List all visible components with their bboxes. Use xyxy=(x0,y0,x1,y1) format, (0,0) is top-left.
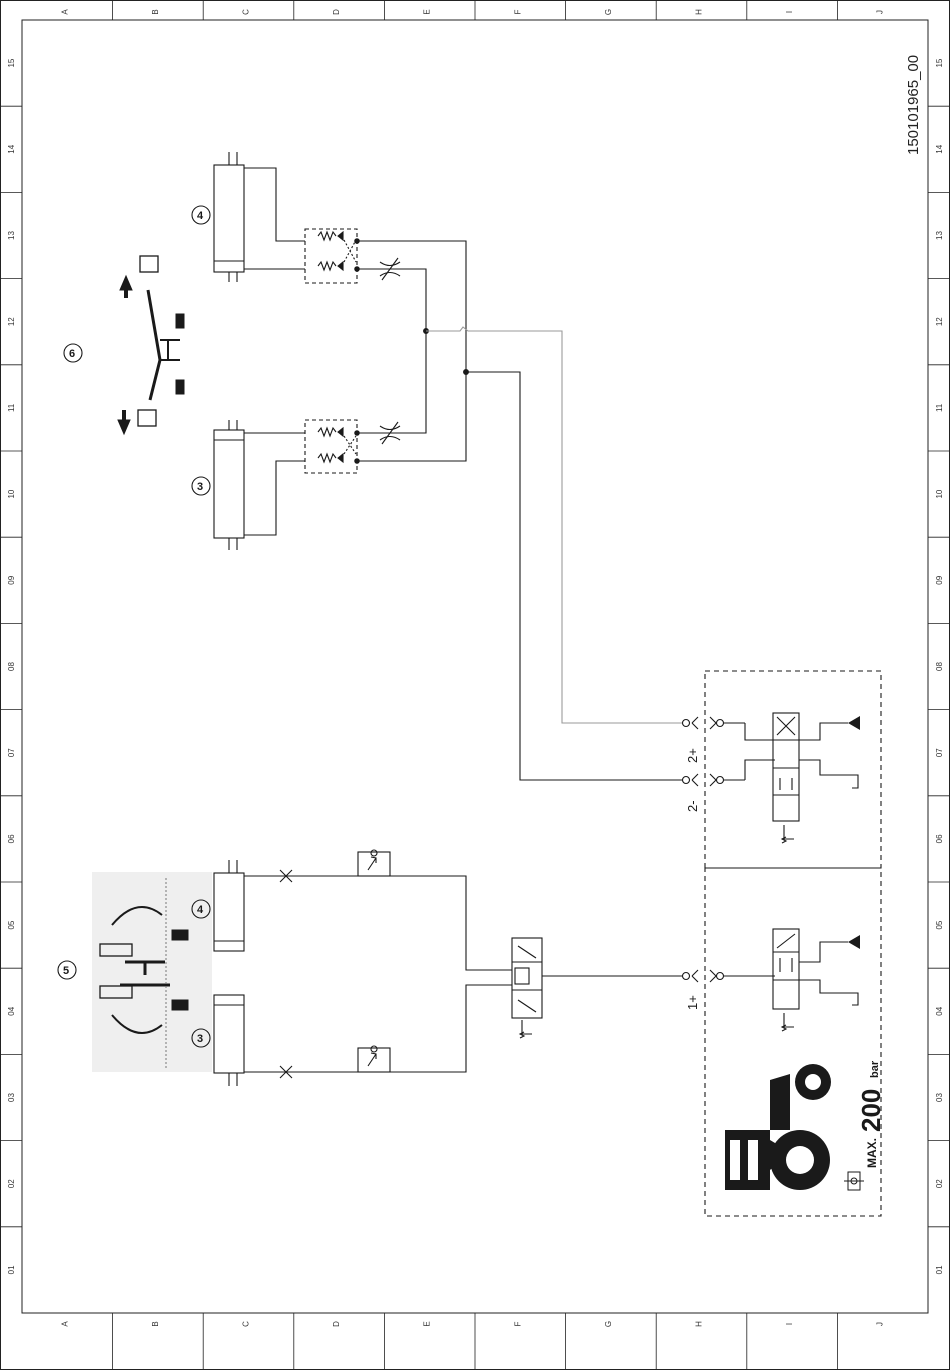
tractor-valve-upper xyxy=(745,713,858,843)
grid-label: 09 xyxy=(935,575,944,584)
grid-label: H xyxy=(695,1321,704,1327)
grid-label: 13 xyxy=(935,231,944,240)
grid-label: H xyxy=(695,9,704,15)
grid-label: D xyxy=(332,9,341,15)
grid-label: 15 xyxy=(7,58,16,67)
grid-label: 05 xyxy=(935,920,944,929)
port-2-plus: 2+ xyxy=(685,748,700,763)
cylinder-upper-3 xyxy=(214,420,244,550)
grid-label: E xyxy=(423,1321,432,1326)
tractor-valves xyxy=(683,671,882,1216)
inner-frame xyxy=(22,20,928,1313)
cylinder-lower-4 xyxy=(214,860,244,951)
port-2-minus: 2- xyxy=(685,800,700,812)
callout-4-lower: 4 xyxy=(197,904,204,916)
machine-pictogram-upper xyxy=(118,256,184,434)
coupling-2-minus xyxy=(683,774,746,786)
cylinder-lower-3 xyxy=(214,995,244,1086)
grid-label: 08 xyxy=(935,662,944,671)
port-1-plus: 1+ xyxy=(685,995,700,1010)
tractor-valve-1 xyxy=(773,929,858,1031)
grid-label: C xyxy=(242,1321,251,1327)
grid-label: 06 xyxy=(7,834,16,843)
grid-label: 04 xyxy=(935,1006,944,1015)
grid-label: J xyxy=(876,10,885,14)
lower-circuit xyxy=(214,850,682,1086)
grid-label: 13 xyxy=(7,231,16,240)
grid-label: 12 xyxy=(7,317,16,326)
upper-circuit xyxy=(214,152,682,780)
grid-label: 08 xyxy=(7,662,16,671)
grid-label: B xyxy=(151,1321,160,1326)
grid-label: 10 xyxy=(7,489,16,498)
grid-label: G xyxy=(604,9,613,15)
grid-label: 04 xyxy=(7,1006,16,1015)
drawing-number: 150101965_00 xyxy=(905,55,922,155)
callout-3-lower: 3 xyxy=(197,1033,203,1045)
pressure-value: 200 xyxy=(856,1089,886,1132)
callout-5: 5 xyxy=(63,965,69,977)
machine-photo-bg xyxy=(92,872,212,1072)
grid-label: 03 xyxy=(935,1093,944,1102)
grid-label: 12 xyxy=(935,317,944,326)
grid-label: E xyxy=(423,9,432,14)
grid-label: 02 xyxy=(935,1179,944,1188)
pressure-max-label: MAX. xyxy=(865,1138,879,1168)
callout-4-upper: 4 xyxy=(197,210,204,222)
grid-label: 05 xyxy=(7,920,16,929)
grid-label: 14 xyxy=(7,144,16,153)
grid-label: F xyxy=(513,1321,522,1326)
grid-label: 10 xyxy=(935,489,944,498)
grid-label: 01 xyxy=(7,1265,16,1274)
grid-label: 03 xyxy=(7,1093,16,1102)
pressure-plate: MAX. 200 bar xyxy=(844,1060,886,1190)
callout-6: 6 xyxy=(69,348,75,360)
grid-label: 09 xyxy=(7,575,16,584)
coupling-2-plus xyxy=(683,717,746,729)
grid-label: I xyxy=(785,11,794,13)
coupling-pressure-icon xyxy=(844,1172,864,1190)
tractor-icon xyxy=(725,1064,831,1190)
grid-label: 11 xyxy=(935,403,944,412)
callout-3-upper: 3 xyxy=(197,481,203,493)
grid-label: 15 xyxy=(935,58,944,67)
grid-label: 07 xyxy=(935,748,944,757)
cylinder-upper-4 xyxy=(214,152,244,282)
grid-label: B xyxy=(151,9,160,14)
grid-label: 01 xyxy=(935,1265,944,1274)
grid-label: C xyxy=(242,9,251,15)
grid-label: I xyxy=(785,1323,794,1325)
grid-label: 02 xyxy=(7,1179,16,1188)
grid-label: A xyxy=(60,9,69,15)
grid-label: 11 xyxy=(7,403,16,412)
grid-label: G xyxy=(604,1321,613,1327)
coupling-1-plus xyxy=(683,970,776,982)
pressure-unit: bar xyxy=(869,1060,881,1078)
grid-label: A xyxy=(60,1321,69,1327)
grid-label: F xyxy=(513,9,522,14)
grid-label: 14 xyxy=(935,144,944,153)
grid-label: 06 xyxy=(935,834,944,843)
directional-valve-lower xyxy=(512,938,542,1038)
grid-label: D xyxy=(332,1321,341,1327)
grid-label: 07 xyxy=(7,748,16,757)
grid-label: J xyxy=(876,1322,885,1326)
